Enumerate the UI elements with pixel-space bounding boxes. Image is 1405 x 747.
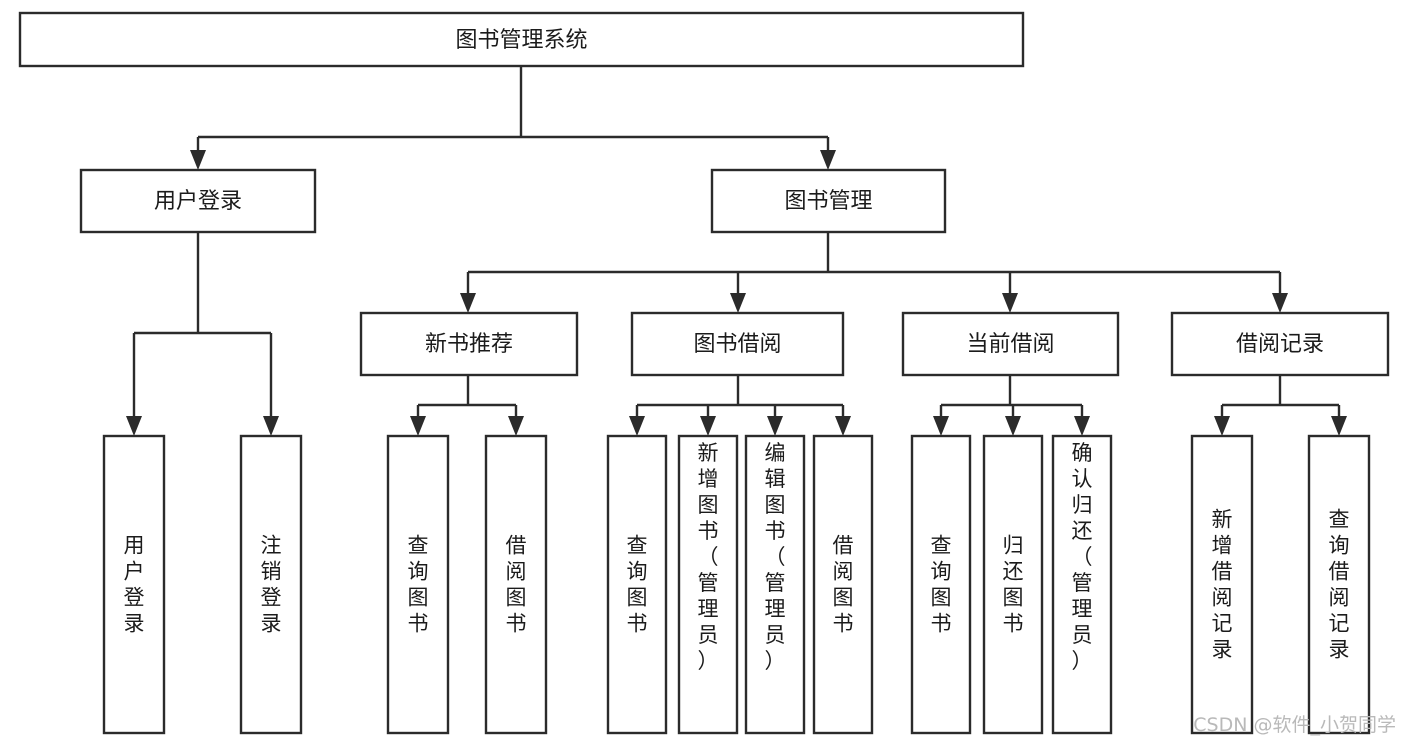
node-book-management[interactable]: 图书管理 xyxy=(710,168,947,234)
node-borrow-record[interactable]: 借阅记录 xyxy=(1170,311,1390,377)
node-leaf-add-borrow-record[interactable]: 新增借阅记录 xyxy=(1190,434,1254,735)
csdn-watermark: CSDN @软件_小贺同学 xyxy=(1193,714,1396,736)
arrow-query-borrow-record xyxy=(1331,416,1347,436)
node-root-box[interactable] xyxy=(18,11,1025,68)
node-leaf-logout[interactable]: 注销登录 xyxy=(239,434,303,735)
node-leaf-query-book-borrow-label: 查询图书 xyxy=(627,534,648,636)
node-leaf-confirm-return-admin[interactable]: 确认归还（管理员） xyxy=(1051,434,1113,735)
node-leaf-query-book-recommend-label: 查询图书 xyxy=(408,534,429,636)
arrow-edit-book-admin xyxy=(767,416,783,436)
node-borrow-record-box[interactable] xyxy=(1170,311,1390,377)
arrow-current-borrow xyxy=(1002,293,1018,313)
leaf-node-layer: 用户登录 注销登录 查询图书 借阅图书 查询图书 新增图书（管理员） 编辑图书（管理员） 借阅… xyxy=(102,434,1371,735)
arrow-new-book-recommend xyxy=(460,293,476,313)
node-leaf-edit-book-admin-box[interactable] xyxy=(744,434,806,735)
arrow-book-borrow xyxy=(730,293,746,313)
node-leaf-logout-label: 注销登录 xyxy=(261,534,282,636)
node-current-borrow-box[interactable] xyxy=(901,311,1120,377)
arrow-borrow-book-recommend xyxy=(508,416,524,436)
node-leaf-edit-book-admin[interactable]: 编辑图书（管理员） xyxy=(744,434,806,735)
arrow-add-book-admin xyxy=(700,416,716,436)
node-leaf-return-book-label: 归还图书 xyxy=(1003,534,1024,636)
node-current-borrow-label: 当前借阅 xyxy=(966,332,1054,357)
arrow-confirm-return-admin xyxy=(1074,416,1090,436)
arrow-add-borrow-record xyxy=(1214,416,1230,436)
node-user-login[interactable]: 用户登录 xyxy=(79,168,317,234)
node-leaf-confirm-return-admin-label: 确认归还（管理员） xyxy=(1072,441,1093,673)
node-leaf-user-login[interactable]: 用户登录 xyxy=(102,434,166,735)
arrow-borrow-book xyxy=(835,416,851,436)
node-user-login-box[interactable] xyxy=(79,168,317,234)
node-leaf-query-book-current-label: 查询图书 xyxy=(931,534,952,636)
arrow-user-login xyxy=(190,150,206,170)
node-leaf-query-book-recommend[interactable]: 查询图书 xyxy=(386,434,450,735)
node-leaf-query-book-current[interactable]: 查询图书 xyxy=(910,434,972,735)
node-root-label: 图书管理系统 xyxy=(455,28,587,53)
node-leaf-borrow-book-recommend-label: 借阅图书 xyxy=(506,534,527,636)
node-leaf-return-book[interactable]: 归还图书 xyxy=(982,434,1044,735)
node-leaf-user-login-box[interactable] xyxy=(102,434,166,735)
connector-layer xyxy=(126,66,1347,436)
node-book-borrow-label: 图书借阅 xyxy=(693,332,781,357)
node-book-borrow[interactable]: 图书借阅 xyxy=(630,311,845,377)
node-leaf-borrow-book-box[interactable] xyxy=(812,434,874,735)
node-leaf-borrow-book[interactable]: 借阅图书 xyxy=(812,434,874,735)
node-leaf-query-book-borrow[interactable]: 查询图书 xyxy=(606,434,668,735)
arrow-borrow-record xyxy=(1272,293,1288,313)
node-leaf-borrow-book-recommend-box[interactable] xyxy=(484,434,548,735)
node-book-borrow-box[interactable] xyxy=(630,311,845,377)
node-leaf-query-book-current-box[interactable] xyxy=(910,434,972,735)
node-new-book-recommend-label: 新书推荐 xyxy=(425,332,513,357)
node-leaf-user-login-label: 用户登录 xyxy=(124,534,145,636)
node-user-login-label: 用户登录 xyxy=(154,189,242,214)
node-leaf-add-book-admin-label: 新增图书（管理员） xyxy=(698,441,719,673)
node-new-book-recommend[interactable]: 新书推荐 xyxy=(359,311,579,377)
arrow-book-management xyxy=(820,150,836,170)
node-root[interactable]: 图书管理系统 xyxy=(18,11,1025,68)
node-leaf-query-book-recommend-box[interactable] xyxy=(386,434,450,735)
arrow-leaf-user-login xyxy=(126,416,142,436)
node-leaf-query-borrow-record-box[interactable] xyxy=(1307,434,1371,735)
node-leaf-add-borrow-record-label: 新增借阅记录 xyxy=(1212,508,1233,662)
node-book-management-box[interactable] xyxy=(710,168,947,234)
node-leaf-confirm-return-admin-box[interactable] xyxy=(1051,434,1113,735)
arrow-leaf-logout xyxy=(263,416,279,436)
node-book-management-label: 图书管理 xyxy=(784,189,872,214)
arrow-query-book-recommend xyxy=(410,416,426,436)
arrow-return-book xyxy=(1005,416,1021,436)
node-leaf-query-book-borrow-box[interactable] xyxy=(606,434,668,735)
node-leaf-borrow-book-label: 借阅图书 xyxy=(833,534,854,636)
node-leaf-borrow-book-recommend[interactable]: 借阅图书 xyxy=(484,434,548,735)
arrow-query-book-borrow xyxy=(629,416,645,436)
node-leaf-add-book-admin-box[interactable] xyxy=(677,434,739,735)
node-leaf-add-book-admin[interactable]: 新增图书（管理员） xyxy=(677,434,739,735)
node-leaf-query-borrow-record-label: 查询借阅记录 xyxy=(1329,508,1350,662)
node-leaf-return-book-box[interactable] xyxy=(982,434,1044,735)
node-leaf-edit-book-admin-label: 编辑图书（管理员） xyxy=(765,441,786,673)
node-leaf-query-borrow-record[interactable]: 查询借阅记录 xyxy=(1307,434,1371,735)
node-borrow-record-label: 借阅记录 xyxy=(1236,332,1324,357)
node-leaf-add-borrow-record-box[interactable] xyxy=(1190,434,1254,735)
node-new-book-recommend-box[interactable] xyxy=(359,311,579,377)
node-current-borrow[interactable]: 当前借阅 xyxy=(901,311,1120,377)
arrow-query-book-current xyxy=(933,416,949,436)
node-leaf-logout-box[interactable] xyxy=(239,434,303,735)
